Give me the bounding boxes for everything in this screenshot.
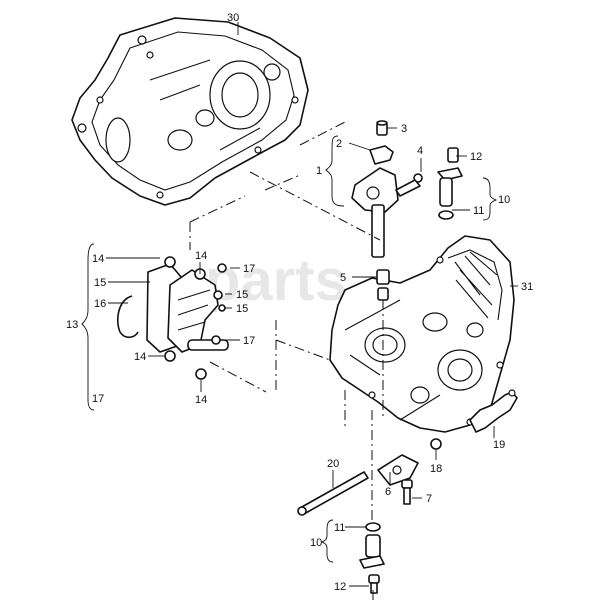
selector-lever-19 (469, 389, 518, 433)
callout-15-b: 15 (236, 289, 248, 301)
group-brackets (81, 135, 498, 563)
callout-31: 31 (521, 281, 533, 293)
callout-14-b: 14 (195, 250, 207, 262)
callout-18: 18 (430, 463, 442, 475)
callout-labels: 30 3 2 1 4 12 10 11 14 14 17 15 15 15 16… (66, 12, 533, 593)
callout-10-lower: 10 (310, 537, 322, 549)
callout-10-upper: 10 (498, 194, 510, 206)
callout-19: 19 (493, 439, 505, 451)
callout-4: 4 (417, 145, 423, 157)
callout-16: 16 (94, 298, 106, 310)
part-6-bracket (377, 454, 419, 486)
assembly-lines (189, 121, 384, 600)
callout-11-upper: 11 (473, 205, 484, 217)
callout-13: 13 (66, 319, 78, 331)
part-18-nut (430, 438, 442, 450)
watermark-text: parts (205, 248, 347, 313)
callout-15-a: 15 (94, 277, 106, 289)
callout-11-lower: 11 (334, 522, 345, 534)
gearbox-housing-31 (329, 235, 515, 433)
clutch-housing-30 (71, 17, 309, 206)
callout-17-a: 17 (243, 263, 255, 275)
parts-10-11-12-lower (359, 522, 385, 594)
part-20-rod (297, 471, 369, 516)
callout-17-b: 17 (243, 335, 255, 347)
callout-30: 30 (227, 12, 239, 24)
shift-assembly-1 (351, 120, 423, 258)
callout-20: 20 (327, 458, 339, 470)
callout-12-lower: 12 (334, 581, 346, 593)
callout-14-d: 14 (195, 394, 207, 406)
callout-3: 3 (401, 123, 407, 135)
callout-14-a: 14 (92, 253, 104, 265)
callout-6: 6 (385, 486, 391, 498)
parts-10-11-12-upper (437, 147, 463, 220)
callout-15-c: 15 (236, 303, 248, 315)
leader-lines (106, 22, 518, 587)
callout-7: 7 (426, 493, 432, 505)
callout-1: 1 (316, 165, 322, 177)
callout-17-c: 17 (92, 393, 104, 405)
callout-14-c: 14 (134, 351, 146, 363)
callout-5: 5 (340, 272, 346, 284)
callout-2: 2 (336, 138, 342, 150)
callout-12-upper: 12 (470, 151, 482, 163)
part-7-bolt (401, 479, 413, 505)
